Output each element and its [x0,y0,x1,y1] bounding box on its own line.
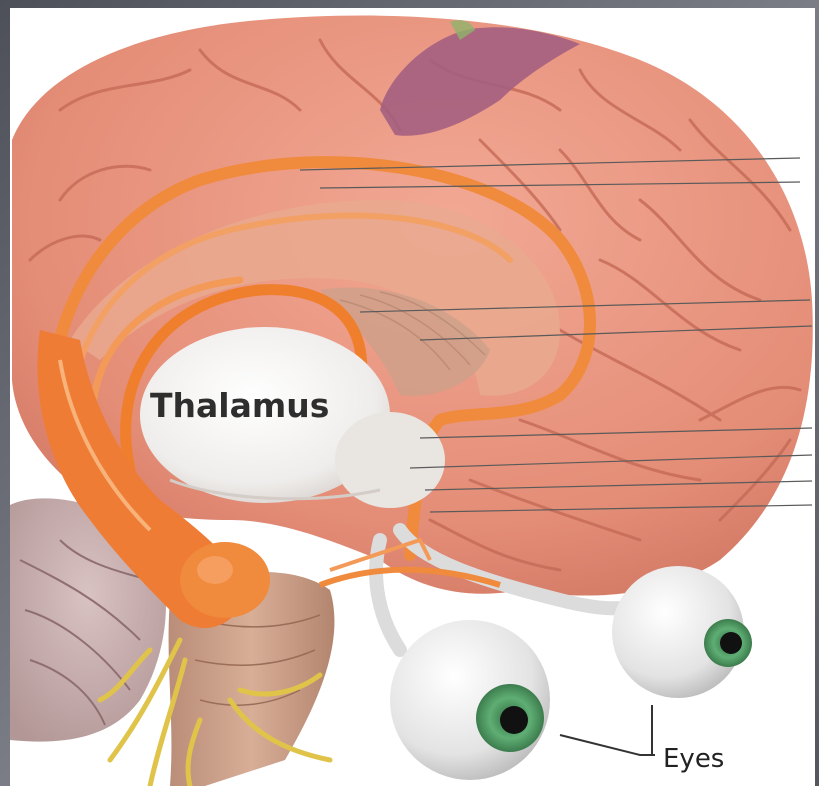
eyes-label: Eyes [663,744,724,774]
left-eye [390,620,550,780]
amygdala-highlight [197,556,233,584]
thalamus-label: Thalamus [150,386,329,425]
